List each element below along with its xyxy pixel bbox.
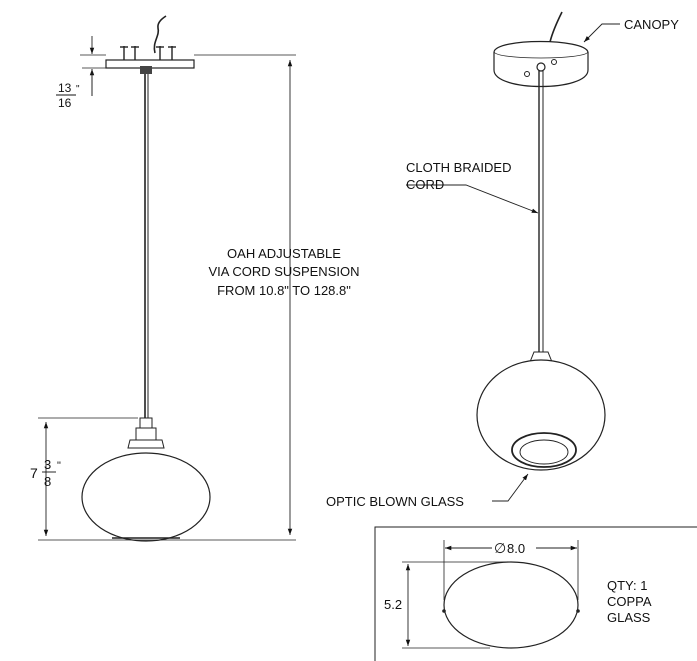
perspective-supply-wire — [549, 11, 563, 43]
canopy-height-denominator: 16 — [58, 96, 72, 110]
canopy-fitting — [140, 66, 152, 74]
right-perspective-view — [406, 11, 620, 502]
label-cord-line1: CLOTH BRAIDED — [406, 160, 511, 175]
spec-line3: GLASS — [607, 610, 651, 625]
canopy-height-numerator: 13 — [58, 81, 72, 95]
shade-height-unit: " — [57, 460, 61, 472]
left-elevation-view — [38, 15, 296, 542]
socket-cap — [127, 439, 165, 449]
label-optic-blown-glass: OPTIC BLOWN GLASS — [326, 494, 464, 509]
glass-detail-box — [374, 526, 697, 661]
detail-box-frame — [374, 526, 697, 661]
shade-height-denominator: 8 — [44, 474, 51, 489]
spec-line2: COPPA — [607, 594, 652, 609]
shade-height-fraction: 7 3 8 " — [30, 457, 61, 489]
diameter-symbol: ∅ — [494, 540, 506, 556]
canopy-mounting-studs — [120, 46, 176, 60]
shade-height-numerator: 3 — [44, 457, 51, 472]
detail-glass-shape — [443, 561, 579, 649]
canopy-leader — [583, 23, 620, 43]
label-canopy: CANOPY — [624, 17, 679, 32]
label-cord-line2: CORD — [406, 177, 444, 192]
supply-wire — [153, 15, 167, 54]
oah-note-line1: OAH ADJUSTABLE — [227, 246, 341, 261]
oah-note-line2: VIA CORD SUSPENSION — [209, 264, 360, 279]
cord-leader — [406, 184, 539, 214]
diameter-value: 8.0 — [507, 541, 525, 556]
glass-globe — [81, 452, 211, 542]
glass-leader — [492, 473, 529, 502]
height-value: 5.2 — [384, 597, 402, 612]
socket-collar — [135, 427, 157, 441]
canopy-height-fraction: 13 16 " — [56, 81, 80, 110]
cord-grip — [139, 417, 153, 429]
spec-line1: QTY: 1 — [607, 578, 647, 593]
shade-height-whole: 7 — [30, 465, 38, 481]
perspective-canopy-edge — [493, 40, 589, 53]
canopy-height-unit: " — [76, 84, 80, 95]
oah-note-line3: FROM 10.8" TO 128.8" — [217, 283, 351, 298]
